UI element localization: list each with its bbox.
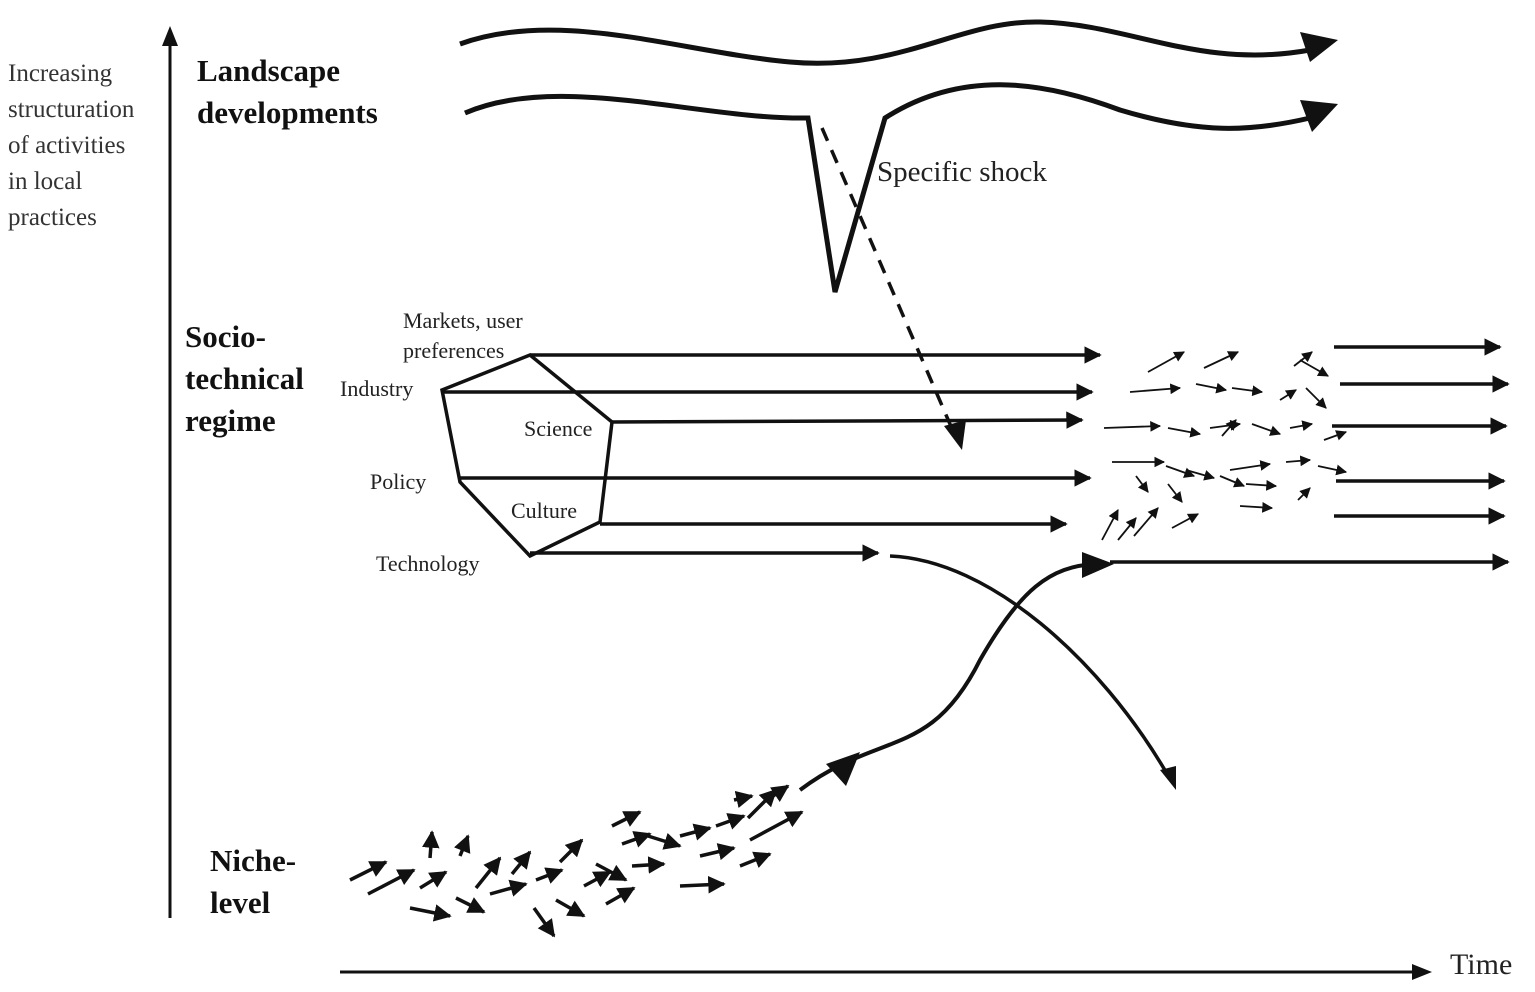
y-axis-arrowhead bbox=[162, 26, 178, 46]
regime-turbulence-arrows bbox=[1101, 351, 1348, 541]
niche-arrow-27 bbox=[746, 788, 778, 820]
turbulence-arrow-29 bbox=[1101, 509, 1119, 541]
regime-trajectories bbox=[442, 346, 1102, 562]
turbulence-arrow-3 bbox=[1293, 351, 1313, 367]
niche-arrow-10 bbox=[510, 850, 532, 876]
niche-arrow-17 bbox=[605, 886, 636, 906]
niche-arrow-19 bbox=[621, 831, 652, 848]
niche-arrow-16 bbox=[595, 862, 628, 882]
niche-arrow-18 bbox=[611, 810, 642, 828]
turbulence-arrow-30 bbox=[1117, 517, 1137, 541]
turbulence-arrow-18 bbox=[1135, 475, 1149, 493]
industry-label: Industry bbox=[340, 376, 414, 401]
niche-arrow-4 bbox=[422, 830, 440, 859]
specific-shock-label: Specific shock bbox=[877, 156, 1047, 188]
turbulence-arrow-27 bbox=[1239, 502, 1274, 513]
turbulence-arrow-26 bbox=[1317, 464, 1348, 476]
niche-arrow-13 bbox=[555, 898, 586, 918]
niche-arrow-25 bbox=[715, 813, 746, 830]
niche-arrow-1 bbox=[349, 860, 388, 882]
declining-technology-curve bbox=[889, 554, 1168, 773]
turbulence-arrow-15 bbox=[1289, 420, 1314, 432]
turbulence-arrow-13 bbox=[1221, 419, 1237, 437]
turbulence-arrow-22 bbox=[1229, 460, 1272, 471]
turbulence-arrow-23 bbox=[1245, 479, 1278, 491]
niche-arrow-23 bbox=[679, 823, 712, 841]
niche-arrow-22 bbox=[679, 875, 726, 894]
landscape-wave-upper-arrowhead bbox=[1300, 32, 1338, 62]
niche-level-label: Niche- level bbox=[210, 843, 297, 920]
turbulence-arrow-12 bbox=[1209, 419, 1242, 431]
science-label: Science bbox=[524, 416, 593, 441]
niche-arrow-29 bbox=[733, 790, 754, 808]
niche-arrow-3 bbox=[419, 870, 448, 890]
turbulence-arrow-8 bbox=[1279, 389, 1297, 401]
turbulence-arrow-14 bbox=[1251, 423, 1282, 436]
turbulence-arrow-1 bbox=[1147, 351, 1185, 373]
shock-arrowhead bbox=[944, 420, 966, 450]
niche-arrow-15 bbox=[583, 870, 612, 888]
niche-arrow-9 bbox=[489, 879, 528, 897]
niche-arrow-7 bbox=[474, 856, 502, 890]
turbulence-arrow-24 bbox=[1285, 455, 1312, 467]
niche-arrow-5 bbox=[409, 904, 452, 922]
regime-pentagon bbox=[440, 352, 614, 559]
niche-curve-arrowhead-2 bbox=[1082, 552, 1114, 578]
niche-arrow-11 bbox=[535, 867, 564, 884]
niche-curve-arrowhead-1 bbox=[826, 752, 860, 786]
turbulence-arrow-5 bbox=[1129, 383, 1182, 395]
turbulence-arrow-9 bbox=[1305, 387, 1327, 409]
markets-label: Markets, user preferences bbox=[403, 308, 523, 363]
time-axis-label: Time bbox=[1450, 948, 1513, 981]
new-regime-trajectories bbox=[1332, 338, 1510, 525]
landscape-wave-lower-arrowhead bbox=[1300, 100, 1338, 132]
niche-arrow-20 bbox=[631, 856, 666, 874]
niche-arrow-26 bbox=[739, 851, 772, 868]
niche-breakthrough-curve bbox=[798, 562, 1097, 792]
turbulence-arrow-19 bbox=[1165, 465, 1196, 478]
technology-label: Technology bbox=[376, 551, 480, 576]
policy-label: Policy bbox=[370, 469, 427, 494]
y-axis-label: Increasing structuration of activities i… bbox=[8, 60, 135, 231]
landscape-wave-upper bbox=[459, 19, 1311, 66]
turbulence-arrow-25 bbox=[1297, 487, 1311, 501]
niche-arrow-6 bbox=[454, 834, 471, 857]
turbulence-arrow-2 bbox=[1203, 351, 1239, 369]
niche-arrow-24 bbox=[699, 843, 736, 861]
turbulence-arrow-28 bbox=[1167, 483, 1183, 503]
niche-arrow-8 bbox=[455, 896, 486, 914]
turbulence-arrow-4 bbox=[1299, 359, 1329, 377]
science-trajectory bbox=[611, 411, 1084, 429]
niche-arrow-30 bbox=[769, 784, 790, 803]
culture-label: Culture bbox=[511, 498, 577, 523]
regime-level-label: Socio- technical regime bbox=[185, 319, 304, 438]
x-axis-arrowhead bbox=[1412, 964, 1432, 980]
declining-technology-arrowhead bbox=[1160, 766, 1176, 790]
turbulence-arrow-6 bbox=[1195, 382, 1228, 394]
turbulence-arrow-21 bbox=[1219, 475, 1245, 488]
landscape-level-label: Landscape developments bbox=[197, 53, 378, 130]
turbulence-arrow-11 bbox=[1167, 426, 1202, 438]
turbulence-arrow-16 bbox=[1323, 430, 1348, 441]
turbulence-arrow-7 bbox=[1231, 385, 1264, 397]
niche-arrow-14 bbox=[558, 838, 584, 864]
turbulence-arrow-20 bbox=[1185, 469, 1216, 481]
turbulence-arrow-32 bbox=[1171, 513, 1199, 529]
niche-arrow-28 bbox=[749, 810, 804, 842]
turbulence-arrow-10 bbox=[1103, 420, 1162, 432]
turbulence-arrow-31 bbox=[1133, 507, 1159, 537]
niche-arrow-21 bbox=[647, 832, 682, 850]
niche-arrow-2 bbox=[367, 868, 416, 896]
niche-arrow-12 bbox=[532, 906, 556, 938]
niche-novelty-arrows bbox=[349, 784, 804, 938]
landscape-wave-lower bbox=[464, 82, 1311, 293]
shock-arrow bbox=[820, 127, 958, 439]
